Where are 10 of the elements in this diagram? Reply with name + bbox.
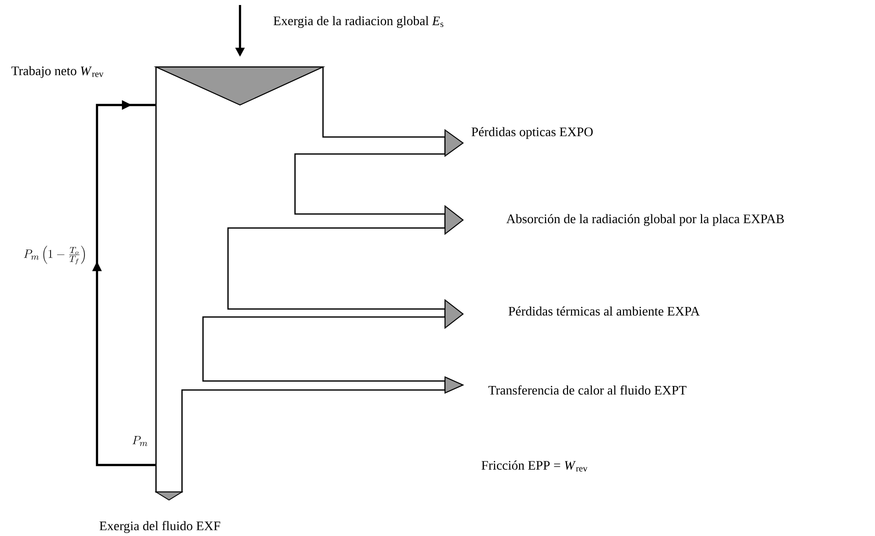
text-label: Transferencia de calor al fluido EXPT bbox=[488, 385, 686, 395]
text-label: Exergia de la radiacion global E$_{s}$ bbox=[274, 16, 444, 28]
arrow bbox=[92, 100, 156, 466]
text-label: Exergia del fluido EXF bbox=[100, 521, 220, 533]
text-label: Pérdidas térmicas al ambiente EXPA bbox=[508, 306, 700, 316]
text-label: Trabajo neto W$_{rev}$ bbox=[11, 66, 104, 78]
text-label: Pérdidas opticas EXPO bbox=[472, 127, 593, 139]
text-label: Absorción de la radiación global por la placa EXPAB bbox=[506, 214, 784, 226]
formula-label: $P_m\left(1-\frac{T_o}{T_f}\right)$ bbox=[24, 246, 85, 264]
text-label: Fricción EPP = W$_{rev}$ bbox=[482, 460, 588, 472]
